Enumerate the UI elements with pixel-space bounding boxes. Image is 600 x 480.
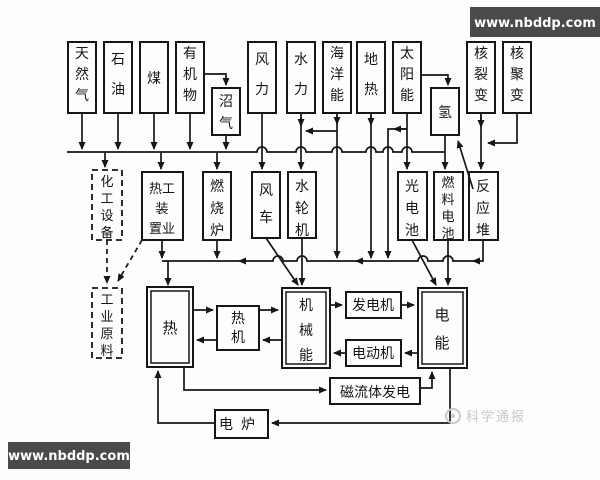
- svg-text:石油: 石油: [111, 52, 125, 98]
- watermark-bottom: www.nbddp.com: [8, 442, 130, 469]
- svg-text:太阳能: 太阳能: [400, 46, 414, 104]
- svg-text:水力: 水力: [294, 52, 308, 98]
- edge-reactor-hydrogen: [456, 140, 474, 190]
- node-fuel-cell: 燃料电池: [433, 171, 464, 242]
- node-petroleum: 石油: [103, 41, 133, 114]
- edge-windmill-mechanical: [265, 237, 299, 286]
- svg-text:工业原料: 工业原料: [100, 293, 113, 359]
- edge-fusion-reactor: [487, 113, 518, 147]
- node-hydrogen: 氢: [430, 87, 460, 136]
- svg-text:光电池: 光电池: [405, 179, 419, 239]
- node-mechanical-energy: 机械能: [281, 287, 331, 369]
- fuel-bus-line: [67, 146, 445, 153]
- svg-text:核聚变: 核聚变: [510, 46, 524, 104]
- watermark-bottom-text: www.nbddp.com: [8, 449, 130, 464]
- edge-solar-hydrogen: [421, 74, 452, 86]
- edge-mhd-electric: [420, 371, 436, 389]
- svg-text:水轮机: 水轮机: [295, 179, 309, 239]
- node-nuclear-fission: 核裂变: [466, 41, 496, 114]
- watermark-top: www.nbddp.com: [470, 7, 600, 37]
- heat-bus-line: [162, 240, 484, 262]
- diagram-nodes: 天然气 石油 煤 有机物 沼气 风力 水力 海洋能: [67, 41, 532, 439]
- node-generator: 发电机: [345, 291, 402, 319]
- svg-text:氢: 氢: [438, 105, 452, 121]
- svg-text:机械能: 机械能: [299, 298, 313, 364]
- node-water-turbine: 水轮机: [287, 171, 317, 239]
- svg-text:有机物: 有机物: [183, 46, 197, 104]
- svg-text:电能: 电能: [434, 306, 449, 352]
- source-watermark: 科学通报: [445, 408, 526, 425]
- svg-text:热机: 热机: [231, 311, 245, 346]
- node-windmill: 风车: [251, 171, 281, 239]
- edge-organic-biogas: [204, 73, 230, 86]
- svg-text:煤: 煤: [147, 71, 161, 87]
- node-reactor: 反应堆: [468, 171, 499, 241]
- node-water-power: 水力: [286, 41, 316, 114]
- watermark-top-text: www.nbddp.com: [474, 16, 596, 31]
- node-mhd-generation: 磁流体发电: [329, 377, 421, 405]
- node-electric-furnace: 电炉: [214, 409, 269, 439]
- svg-text:风力: 风力: [255, 52, 269, 98]
- node-coal: 煤: [139, 41, 169, 114]
- svg-text:沼气: 沼气: [219, 94, 233, 132]
- watermark-bottom-bar: [8, 442, 130, 469]
- node-geothermal: 地热: [356, 41, 386, 114]
- node-industrial-raw-materials: 工业原料: [91, 287, 123, 359]
- diagram-wires: [67, 73, 518, 427]
- node-electric-energy: 电能: [417, 287, 468, 369]
- svg-text:天然气: 天然气: [75, 46, 89, 104]
- svg-text:反应堆: 反应堆: [476, 179, 490, 239]
- node-chemical-equipment: 化工设备: [91, 169, 123, 241]
- edge-heat-mhd: [183, 367, 327, 394]
- svg-text:风车: 风车: [259, 183, 273, 226]
- edge-photocell-electric: [411, 239, 437, 286]
- svg-text:核裂变: 核裂变: [474, 46, 488, 104]
- node-thermal-plant: 热工装置业: [141, 171, 184, 241]
- svg-text:海洋能: 海洋能: [330, 46, 344, 104]
- science-bulletin-logo: [445, 408, 461, 424]
- svg-text:地热: 地热: [364, 52, 378, 98]
- node-electric-motor: 电动机: [345, 339, 402, 367]
- edge-thermalplant-rawmaterials: [117, 239, 143, 282]
- node-combustion-furnace: 燃烧炉: [202, 171, 232, 241]
- node-ocean-energy: 海洋能: [322, 41, 352, 114]
- svg-text:热: 热: [162, 319, 177, 337]
- svg-text:发电机: 发电机: [352, 298, 394, 314]
- watermark-top-bar: [470, 7, 600, 37]
- node-biogas: 沼气: [211, 87, 241, 136]
- svg-text:磁流体发电: 磁流体发电: [340, 385, 410, 401]
- science-bulletin-logo-dot: [451, 414, 455, 418]
- node-heat: 热: [146, 286, 194, 368]
- node-wind-power: 风力: [247, 41, 277, 114]
- svg-text:电动机: 电动机: [352, 346, 394, 362]
- node-nuclear-fusion: 核聚变: [502, 41, 532, 114]
- svg-text:燃料电池: 燃料电池: [441, 175, 454, 242]
- node-photocell: 光电池: [397, 171, 428, 241]
- svg-text:热工装置业: 热工装置业: [149, 182, 175, 237]
- svg-text:电炉: 电炉: [219, 417, 263, 433]
- edge-furnace-heat: [154, 370, 215, 424]
- science-bulletin-text: 科学通报: [466, 409, 526, 425]
- node-natural-gas: 天然气: [67, 41, 97, 114]
- node-solar-energy: 太阳能: [392, 41, 422, 114]
- node-heat-engine: 热机: [216, 305, 260, 351]
- svg-text:化工设备: 化工设备: [100, 175, 113, 241]
- node-organic-matter: 有机物: [175, 41, 205, 114]
- svg-text:燃烧炉: 燃烧炉: [210, 178, 224, 239]
